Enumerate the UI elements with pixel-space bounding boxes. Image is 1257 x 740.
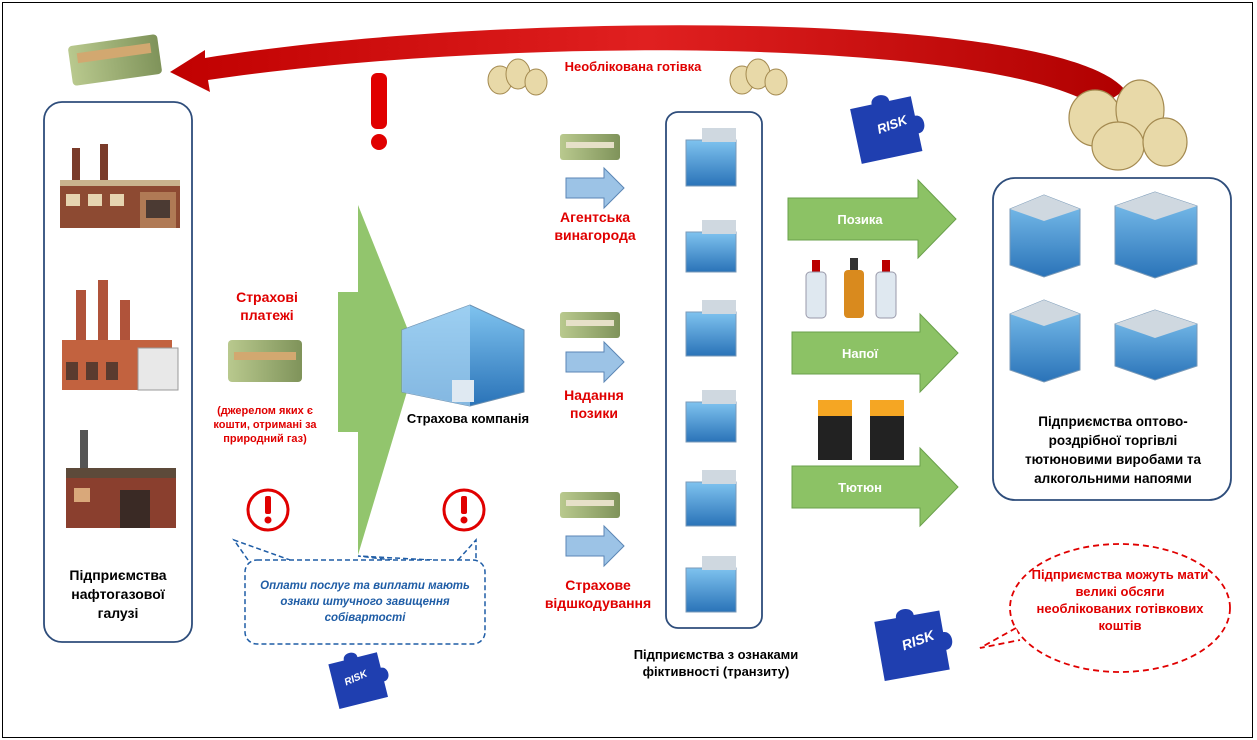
risk-note-text: Підприємства можуть мати великі обсяги н… — [1031, 567, 1209, 633]
retail-building-icons — [1009, 191, 1198, 383]
money-stack-icon — [560, 312, 620, 338]
flow-label-loan: Надання позики — [564, 387, 624, 421]
insurance-payments-label: Страхові платежі — [236, 289, 298, 323]
cash-return-arrow — [170, 25, 1125, 108]
factory-icon — [66, 430, 176, 528]
transit-building-icons — [685, 128, 737, 613]
arrow-label-tobacco: Тютюн — [838, 480, 882, 495]
transit-group-label: Підприємства з ознаками фіктивності (тра… — [633, 647, 799, 679]
factory-icon — [60, 144, 180, 228]
cigarettes-icon — [818, 400, 904, 460]
warning-note-box — [232, 538, 486, 645]
flow-label-agent-fee: Агентська винагорода — [554, 209, 636, 243]
money-bags-icon — [1068, 79, 1188, 171]
puzzle-risk-icon — [328, 652, 389, 709]
top-flow-label: Необлікована готівка — [564, 59, 702, 74]
insurance-payments-note: (джерелом яких є кошти, отримані за прир… — [213, 405, 317, 445]
office-building-icon — [401, 304, 525, 407]
money-stack-icon — [68, 34, 162, 86]
risk-callout — [979, 543, 1231, 673]
warning-note-text: Оплати послуг та виплати мають ознаки шт… — [260, 580, 470, 624]
bottles-icon — [805, 258, 897, 319]
warning-icon — [246, 488, 290, 532]
puzzle-risk-icon — [850, 95, 925, 164]
puzzle-risk-icon — [874, 609, 953, 682]
left-group-label: Підприємства нафтогазової галузі — [69, 567, 167, 621]
factory-icon — [62, 280, 179, 391]
green-arrow — [791, 312, 959, 394]
exclamation-icon — [371, 73, 387, 150]
transit-group-box — [665, 111, 763, 629]
flow-arrow-blue — [565, 166, 625, 210]
retail-group-label: Підприємства оптово-роздрібної торгівлі … — [1024, 414, 1202, 486]
green-arrow — [787, 178, 957, 260]
money-bags-icon — [729, 58, 788, 96]
arrow-label-loan: Позика — [837, 212, 883, 227]
money-stack-icon — [228, 340, 302, 382]
flow-arrow-blue — [565, 340, 625, 384]
flow-arrow-blue — [565, 524, 625, 568]
arrow-label-drinks: Напої — [841, 346, 879, 361]
flow-label-compensation: Страхове відшкодування — [544, 577, 652, 611]
warning-icon — [442, 488, 486, 532]
money-stack-icon — [560, 492, 620, 518]
insurance-company-label: Страхова компанія — [406, 411, 530, 426]
green-arrow — [791, 446, 959, 528]
money-bags-icon — [487, 58, 548, 96]
big-flow-arrow — [338, 205, 418, 555]
money-stack-icon — [560, 134, 620, 160]
